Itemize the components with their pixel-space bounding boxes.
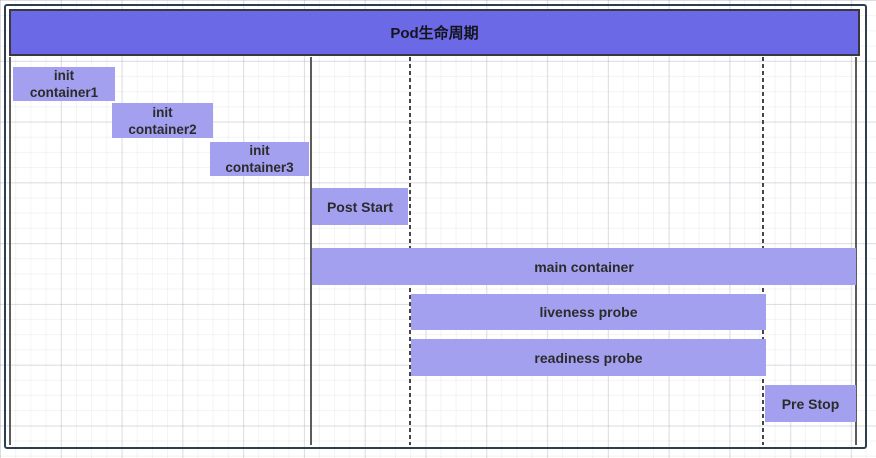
- phase-line-start: [9, 57, 11, 445]
- diagram-frame: [4, 4, 867, 449]
- bar-readiness-probe: readiness probe: [411, 339, 766, 376]
- bar-main-container: main container: [312, 248, 856, 285]
- bar-init-container2: init container2: [112, 103, 213, 138]
- bar-liveness-probe: liveness probe: [411, 294, 766, 330]
- phase-line-end: [855, 57, 857, 445]
- bar-init-container1: init container1: [13, 67, 115, 101]
- bar-init-container3: init container3: [210, 142, 309, 176]
- diagram-title: Pod生命周期: [390, 25, 479, 42]
- bar-pre-stop: Pre Stop: [765, 385, 856, 422]
- diagram-title-bar: Pod生命周期: [9, 9, 860, 56]
- bar-post-start: Post Start: [312, 188, 408, 225]
- phase-line-init-done: [310, 57, 312, 445]
